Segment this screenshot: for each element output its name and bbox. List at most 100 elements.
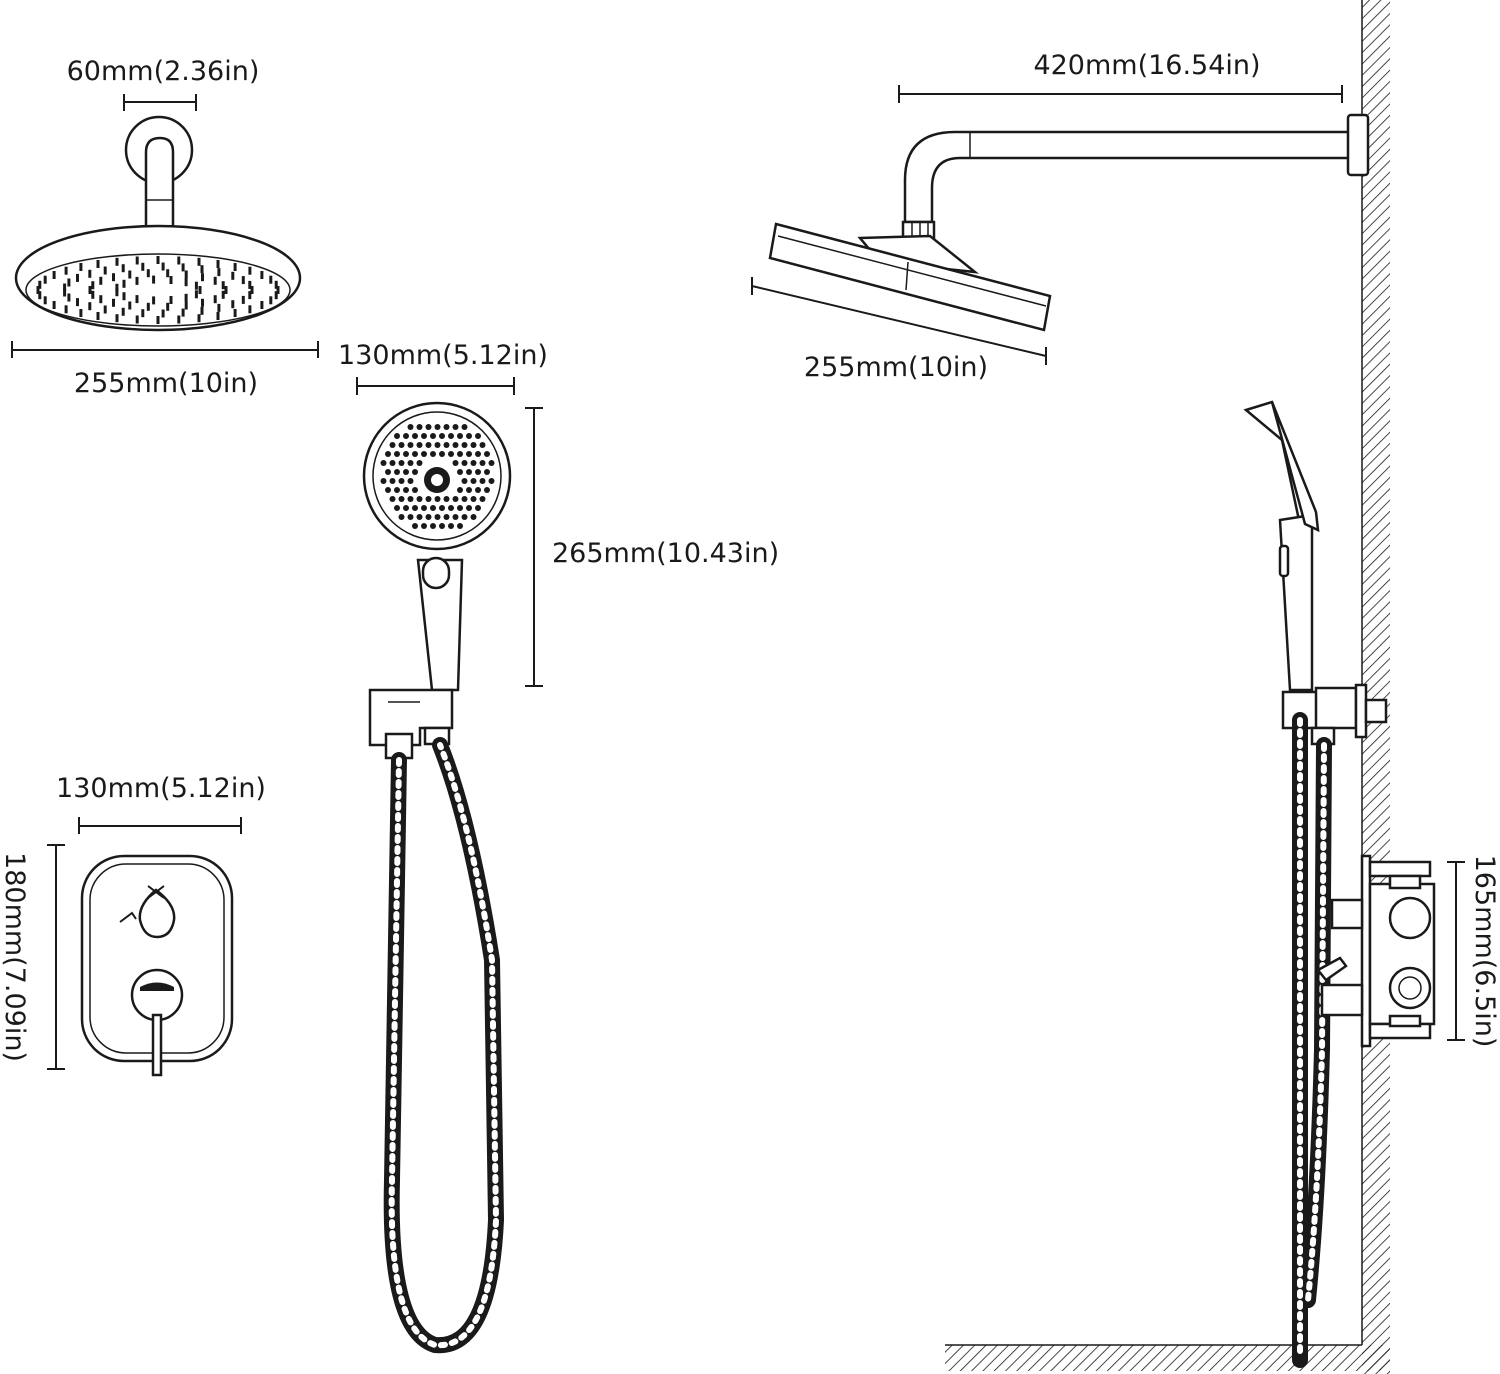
spray-hole	[412, 487, 418, 493]
spray-hole	[412, 451, 418, 457]
spray-hole	[403, 451, 409, 457]
spray-hole	[407, 460, 414, 466]
spray-hole	[421, 451, 427, 457]
spray-hole	[403, 487, 409, 493]
spray-hole	[385, 487, 391, 493]
dim-shower-arm-length: 420mm(16.54in)	[898, 50, 1343, 103]
dim-valve-body-height: 165mm(6.5in)	[1447, 855, 1500, 1048]
spray-hole	[479, 460, 486, 466]
spray-hole	[479, 496, 486, 502]
spray-hole	[475, 505, 481, 511]
spray-hole	[466, 451, 472, 457]
spray-hole	[416, 496, 423, 502]
label-shower-arm-length: 420mm(16.54in)	[1033, 50, 1260, 81]
rain-head-side-view	[768, 222, 1052, 332]
spray-hole	[403, 505, 409, 511]
spray-hole	[398, 514, 405, 520]
spray-hole	[484, 487, 490, 493]
rain-head-front-view	[14, 115, 302, 332]
spray-hole	[412, 523, 418, 529]
spray-hole	[439, 433, 445, 439]
spray-hole	[457, 469, 463, 475]
spray-hole	[452, 442, 459, 448]
label-valve-body-height: 165mm(6.5in)	[1469, 855, 1500, 1048]
spray-hole	[407, 496, 414, 502]
label-hand-shower-length: 265mm(10.43in)	[552, 538, 779, 569]
spray-hole	[466, 487, 472, 493]
label-hand-shower-width: 130mm(5.12in)	[338, 340, 548, 371]
mixer-handle	[130, 968, 184, 1077]
spray-hole	[398, 442, 405, 448]
spray-hole	[443, 496, 450, 502]
spray-hole	[452, 424, 459, 430]
label-rain-head-side-width: 255mm(10in)	[804, 352, 988, 383]
spray-hole	[475, 469, 481, 475]
spray-hole	[475, 451, 481, 457]
spray-hole	[407, 514, 414, 520]
dim-hand-shower-width: 130mm(5.12in)	[338, 340, 548, 395]
spray-nozzles	[36, 256, 280, 324]
spray-hole	[394, 433, 400, 439]
label-valve-plate-height: 180mm(7.09in)	[0, 852, 30, 1062]
shower-arm-side-view	[901, 113, 1370, 242]
spray-hole	[434, 496, 441, 502]
spray-hole	[488, 460, 495, 466]
spray-hole	[385, 469, 391, 475]
spray-hole	[394, 487, 400, 493]
spray-hole	[439, 451, 445, 457]
spray-hole	[394, 469, 400, 475]
spray-hole	[425, 442, 432, 448]
spray-hole	[425, 496, 432, 502]
spray-hole	[466, 505, 472, 511]
spray-hole	[421, 523, 427, 529]
spray-hole	[416, 424, 423, 430]
spray-hole	[403, 433, 409, 439]
spray-hole	[479, 478, 486, 484]
hose-side-view	[1292, 712, 1332, 1368]
label-valve-plate-width: 130mm(5.12in)	[56, 773, 266, 804]
spray-hole	[389, 460, 396, 466]
spray-hole	[412, 469, 418, 475]
spray-hole	[470, 478, 477, 484]
spray-hole	[475, 487, 481, 493]
spray-hole	[484, 469, 490, 475]
spray-hole	[470, 442, 477, 448]
spray-hole	[461, 514, 468, 520]
spray-hole	[425, 424, 432, 430]
spray-hole	[470, 496, 477, 502]
dim-hand-shower-length: 265mm(10.43in)	[525, 407, 779, 687]
spray-hole	[439, 523, 445, 529]
spray-hole	[398, 460, 405, 466]
spray-hole	[461, 424, 468, 430]
spray-hole	[412, 433, 418, 439]
spray-hole	[470, 514, 477, 520]
spray-hole	[484, 451, 490, 457]
spray-hole	[443, 442, 450, 448]
spray-hole	[434, 442, 441, 448]
spray-hole	[448, 523, 454, 529]
spray-hole	[412, 505, 418, 511]
spray-hole	[466, 469, 472, 475]
valve-body-side-view	[1316, 854, 1436, 1048]
spray-hole	[461, 478, 468, 484]
dim-valve-plate-height: 180mm(7.09in)	[0, 844, 65, 1070]
valve-trim-plate	[80, 854, 234, 1077]
spray-hole	[430, 451, 436, 457]
dim-rain-head-side-width: 255mm(10in)	[751, 277, 1047, 383]
spray-hole	[488, 478, 495, 484]
spray-hole	[448, 451, 454, 457]
spray-hole	[407, 442, 414, 448]
dim-arm-diameter: 60mm(2.36in)	[67, 56, 259, 111]
dim-valve-plate-width: 130mm(5.12in)	[56, 773, 266, 834]
spray-hole	[394, 505, 400, 511]
spray-hole	[416, 460, 423, 466]
spray-hole	[439, 505, 445, 511]
spray-hole	[434, 514, 441, 520]
spray-hole	[434, 424, 441, 430]
spray-hole	[407, 424, 414, 430]
spray-hole	[380, 460, 387, 466]
spray-hole	[407, 478, 414, 484]
spray-hole	[443, 424, 450, 430]
spray-hole	[416, 514, 423, 520]
